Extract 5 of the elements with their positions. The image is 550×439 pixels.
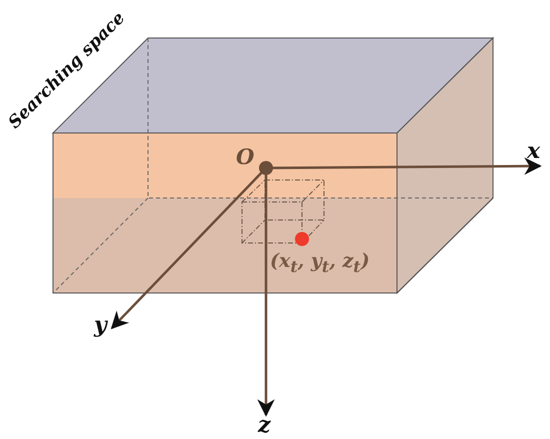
coordinate-label: (x$_{t}$, y$_{t}$, z$_{t}$) xyxy=(270,252,370,275)
axis-label: y xyxy=(94,314,107,336)
axis-label: x xyxy=(527,140,540,162)
origin-label: O xyxy=(236,146,254,167)
axis-label: z xyxy=(258,414,270,436)
